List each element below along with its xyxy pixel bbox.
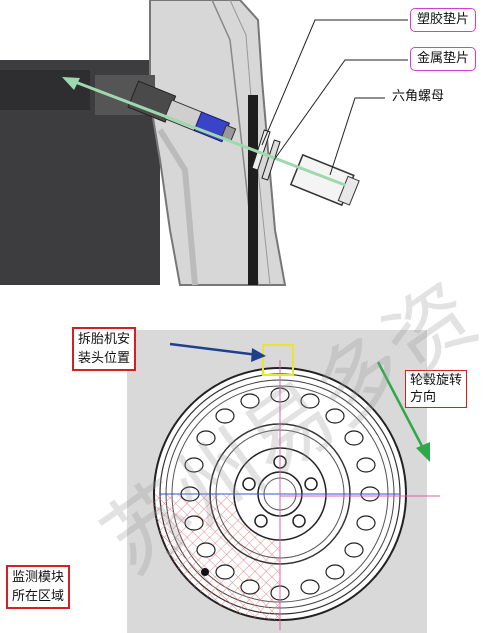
monitor-area-line1: 监测模块 bbox=[12, 570, 65, 585]
hex-nut-label: 六角螺母 bbox=[392, 88, 444, 106]
plastic-washer-text: 塑胶垫片 bbox=[417, 12, 470, 27]
mounting-plate bbox=[248, 95, 258, 285]
leader-line-nut bbox=[329, 97, 385, 176]
metal-washer-label: 金属垫片 bbox=[410, 47, 477, 71]
metal-washer-text: 金属垫片 bbox=[417, 51, 470, 66]
plastic-washer-shape bbox=[251, 129, 271, 171]
monitor-area-label: 监测模块 所在区域 bbox=[6, 565, 71, 609]
rotation-direction-line1: 轮毂旋转 bbox=[410, 373, 463, 388]
wheel-bolt-assembly-illustration bbox=[0, 0, 408, 286]
mounting-head-arrow bbox=[169, 342, 259, 357]
plastic-washer-label: 塑胶垫片 bbox=[410, 8, 477, 32]
monitor-area-line2: 所在区域 bbox=[12, 589, 65, 604]
hex-nut-text: 六角螺母 bbox=[392, 89, 445, 104]
tire-changer-position-line1: 拆胎机安 bbox=[78, 332, 131, 347]
tire-changer-position-label: 拆胎机安 装头位置 bbox=[72, 327, 137, 371]
rotation-direction-line2: 方向 bbox=[410, 390, 437, 405]
leader-line-metal bbox=[273, 59, 408, 161]
rotation-direction-label: 轮毂旋转 方向 bbox=[405, 370, 468, 408]
lug-holes bbox=[242, 455, 318, 528]
metal-washer-shape bbox=[261, 139, 281, 181]
wheel-rim-drawing bbox=[153, 342, 440, 630]
rotation-arrow bbox=[376, 361, 426, 451]
assembly-arrow bbox=[69, 78, 346, 187]
leader-line-plastic bbox=[261, 19, 408, 146]
valve-dot bbox=[201, 568, 209, 576]
tire-changer-position-line2: 装头位置 bbox=[78, 351, 131, 366]
hex-nut-shape bbox=[289, 153, 360, 207]
mounting-head-marker bbox=[262, 344, 294, 376]
